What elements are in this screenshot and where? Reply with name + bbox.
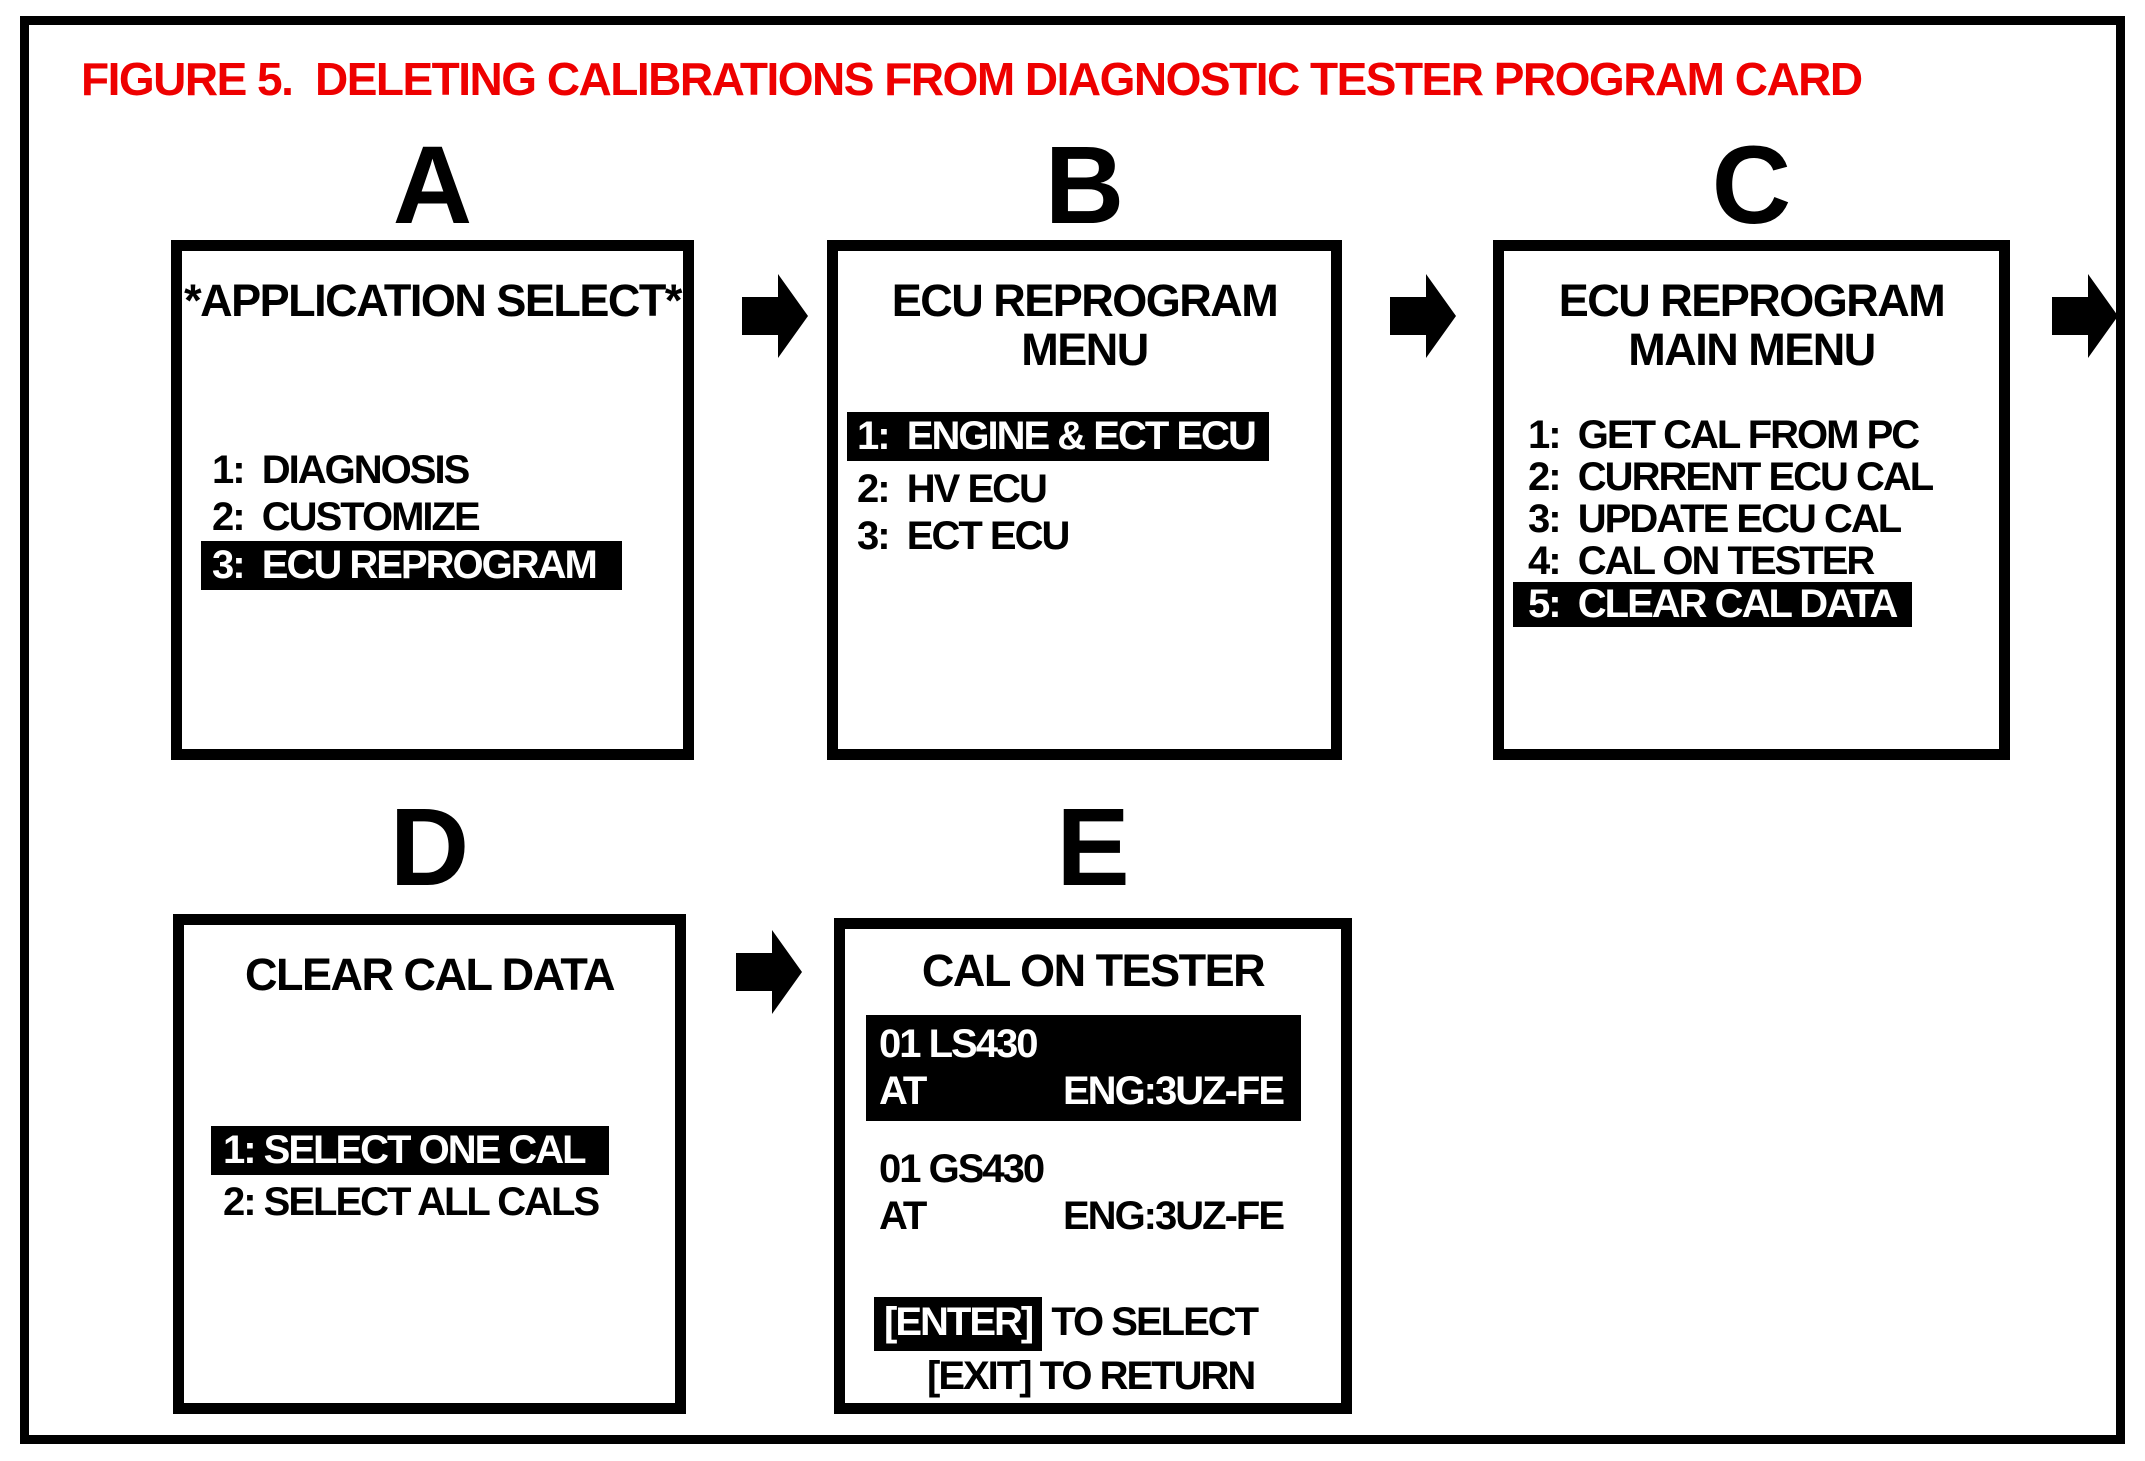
step-label-b: B	[1044, 124, 1125, 247]
screen-ecu-reprogram-main-menu: ECU REPROGRAM MAIN MENU 1: GET CAL FROM …	[1493, 240, 2010, 760]
step-label-c: C	[1711, 124, 1792, 247]
menu-item: 4: CAL ON TESTER	[1528, 539, 1875, 583]
cal-detail-line: AT ENG:3UZ-FE	[879, 1193, 1285, 1240]
screen-b-title-line: MENU	[1021, 324, 1149, 375]
screen-c-title: ECU REPROGRAM MAIN MENU	[1504, 276, 1999, 374]
menu-item: 1: GET CAL FROM PC	[1528, 413, 1920, 457]
cal-transmission: AT	[879, 1069, 927, 1113]
menu-item: 3: ECT ECU	[857, 514, 1070, 558]
step-label-a: A	[392, 124, 473, 247]
screen-e-title-line: CAL ON TESTER	[921, 945, 1266, 996]
cal-model: 01 GS430	[879, 1147, 1045, 1191]
cal-transmission: AT	[879, 1194, 927, 1238]
cal-detail-line: AT ENG:3UZ-FE	[879, 1068, 1285, 1115]
menu-item-selected: 5: CLEAR CAL DATA	[1513, 582, 1913, 627]
screen-a-title: *APPLICATION SELECT*	[182, 276, 683, 325]
screen-b-menu: 1: ENGINE & ECT ECU 2: HV ECU 3: ECT ECU	[847, 412, 1269, 560]
screen-a-menu: 1: DIAGNOSIS 2: CUSTOMIZE 3: ECU REPROGR…	[201, 447, 622, 590]
right-arrow-icon	[742, 274, 808, 358]
screen-c-menu: 1: GET CAL FROM PC 2: CURRENT ECU CAL 3:…	[1513, 413, 1934, 627]
screen-clear-cal-data: CLEAR CAL DATA 1: SELECT ONE CAL 2: SELE…	[173, 914, 686, 1414]
menu-item: 2: CURRENT ECU CAL	[1528, 455, 1934, 499]
screen-cal-on-tester: CAL ON TESTER 01 LS430 AT ENG:3UZ-FE 01 …	[834, 918, 1352, 1414]
screen-a-title-line: *APPLICATION SELECT*	[184, 275, 682, 326]
screen-c-title-line: ECU REPROGRAM	[1558, 275, 1946, 326]
screen-application-select: *APPLICATION SELECT* 1: DIAGNOSIS 2: CUS…	[171, 240, 694, 760]
figure-title: FIGURE 5. DELETING CALIBRATIONS FROM DIA…	[81, 53, 1863, 105]
enter-key: [ENTER]	[874, 1297, 1043, 1351]
screen-d-title-line: CLEAR CAL DATA	[245, 949, 615, 1000]
screen-b-title-line: ECU REPROGRAM	[891, 275, 1279, 326]
enter-hint: [ENTER] TO SELECT	[874, 1297, 1259, 1351]
screen-d-title: CLEAR CAL DATA	[184, 950, 675, 999]
menu-item: 2: HV ECU	[857, 467, 1048, 511]
cal-model: 01 LS430	[879, 1022, 1038, 1066]
screen-c-title-line: MAIN MENU	[1628, 324, 1876, 375]
right-arrow-icon	[736, 930, 802, 1014]
menu-item: 3: UPDATE ECU CAL	[1528, 497, 1902, 541]
menu-item: 2: CUSTOMIZE	[212, 495, 481, 539]
screen-e-title: CAL ON TESTER	[845, 946, 1341, 995]
screen-d-menu: 1: SELECT ONE CAL 2: SELECT ALL CALS	[211, 1126, 609, 1226]
menu-item: 1: DIAGNOSIS	[212, 448, 470, 492]
screen-b-title: ECU REPROGRAM MENU	[838, 276, 1331, 374]
menu-item: 2: SELECT ALL CALS	[223, 1180, 600, 1224]
screen-ecu-reprogram-menu: ECU REPROGRAM MENU 1: ENGINE & ECT ECU 2…	[827, 240, 1342, 760]
menu-item-selected: 1: ENGINE & ECT ECU	[847, 412, 1269, 461]
cal-engine: ENG:3UZ-FE	[1063, 1194, 1285, 1238]
figure-border: FIGURE 5. DELETING CALIBRATIONS FROM DIA…	[20, 16, 2125, 1444]
cal-engine: ENG:3UZ-FE	[1063, 1069, 1285, 1113]
right-arrow-icon	[2052, 274, 2118, 358]
cal-entry: 01 GS430 AT ENG:3UZ-FE	[866, 1140, 1301, 1246]
menu-item-selected: 1: SELECT ONE CAL	[211, 1126, 609, 1175]
right-arrow-icon	[1390, 274, 1456, 358]
exit-hint: [EXIT] TO RETURN	[927, 1354, 1256, 1398]
step-label-d: D	[389, 786, 470, 909]
menu-item-selected: 3: ECU REPROGRAM	[201, 541, 622, 590]
cal-entry-selected: 01 LS430 AT ENG:3UZ-FE	[866, 1015, 1301, 1121]
step-label-e: E	[1056, 786, 1130, 909]
enter-hint-text: TO SELECT	[1042, 1300, 1259, 1344]
